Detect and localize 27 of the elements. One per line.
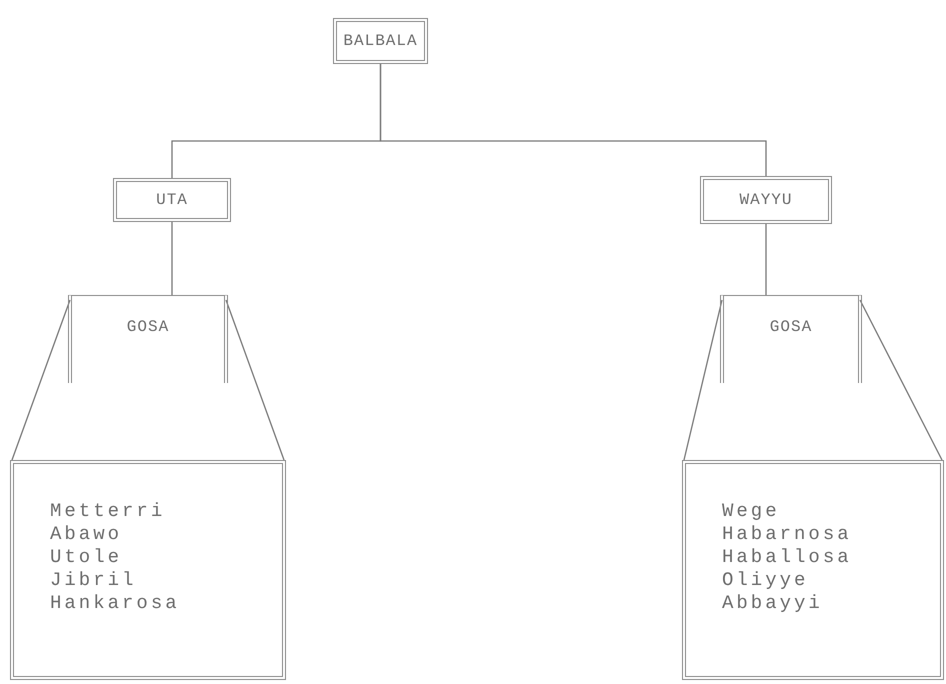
node-label: UTA — [156, 191, 188, 209]
name-text: Jibril — [50, 569, 136, 592]
name-text: Wege — [722, 500, 780, 523]
name-text: Oliyye — [722, 569, 808, 592]
title-box — [700, 176, 832, 224]
name-list-box — [10, 460, 286, 680]
name-text: Abbayyi — [722, 592, 823, 615]
name-text: Habarnosa — [722, 523, 852, 546]
name-text: Utole — [50, 546, 122, 569]
group-header-box — [720, 295, 862, 383]
title-box — [333, 18, 428, 64]
name-text: Hankarosa — [50, 592, 180, 615]
node-label: WAYYU — [739, 191, 792, 209]
node-label: BALBALA — [343, 32, 418, 50]
node-label: GOSA — [770, 318, 812, 336]
group-header-box — [68, 295, 228, 383]
connector-line — [380, 64, 767, 176]
node-label: GOSA — [126, 318, 170, 336]
title-box — [113, 178, 231, 222]
connector-line — [11, 299, 285, 461]
connector-line — [765, 224, 767, 295]
name-text: Abawo — [50, 523, 122, 546]
name-text: Metterri — [50, 500, 166, 523]
name-text: Haballosa — [722, 546, 852, 569]
connector-line — [171, 222, 173, 295]
connector-line — [683, 299, 943, 461]
name-list-box — [682, 460, 944, 680]
